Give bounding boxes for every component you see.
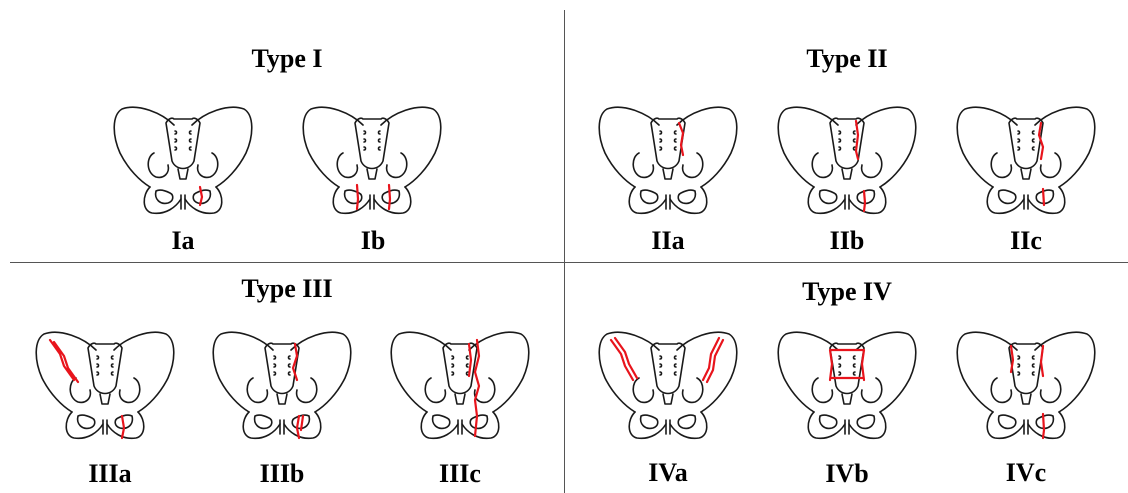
subtype-label-iia: IIa bbox=[608, 226, 728, 256]
subtype-label-iic: IIc bbox=[966, 226, 1086, 256]
pelvis-diagram-iiib bbox=[207, 320, 357, 445]
pelvis-diagram-ivb bbox=[772, 320, 922, 445]
pelvis-diagram-ivc bbox=[951, 320, 1101, 445]
pelvis-diagram-ib bbox=[297, 95, 447, 220]
subtype-label-iib: IIb bbox=[787, 226, 907, 256]
subtype-label-ivb: IVb bbox=[787, 459, 907, 489]
pelvis-diagram-iva bbox=[593, 320, 743, 445]
horizontal-divider bbox=[10, 262, 1128, 263]
panel-title-type-3: Type III bbox=[187, 274, 387, 304]
subtype-label-iiic: IIIc bbox=[400, 459, 520, 489]
panel-title-type-4: Type IV bbox=[747, 277, 947, 307]
vertical-divider bbox=[564, 10, 565, 493]
subtype-label-ivc: IVc bbox=[966, 458, 1086, 488]
pelvis-diagram-iiia bbox=[30, 320, 180, 445]
panel-title-type-1: Type I bbox=[187, 44, 387, 74]
pelvis-diagram-ia bbox=[108, 95, 258, 220]
subtype-label-iiib: IIIb bbox=[222, 459, 342, 489]
pelvis-diagram-iiic bbox=[385, 320, 535, 445]
subtype-label-ib: Ib bbox=[313, 226, 433, 256]
subtype-label-iiia: IIIa bbox=[50, 459, 170, 489]
pelvis-diagram-iic bbox=[951, 95, 1101, 220]
pelvis-diagram-iia bbox=[593, 95, 743, 220]
subtype-label-ia: Ia bbox=[123, 226, 243, 256]
subtype-label-iva: IVa bbox=[608, 458, 728, 488]
pelvis-diagram-iib bbox=[772, 95, 922, 220]
panel-title-type-2: Type II bbox=[747, 44, 947, 74]
